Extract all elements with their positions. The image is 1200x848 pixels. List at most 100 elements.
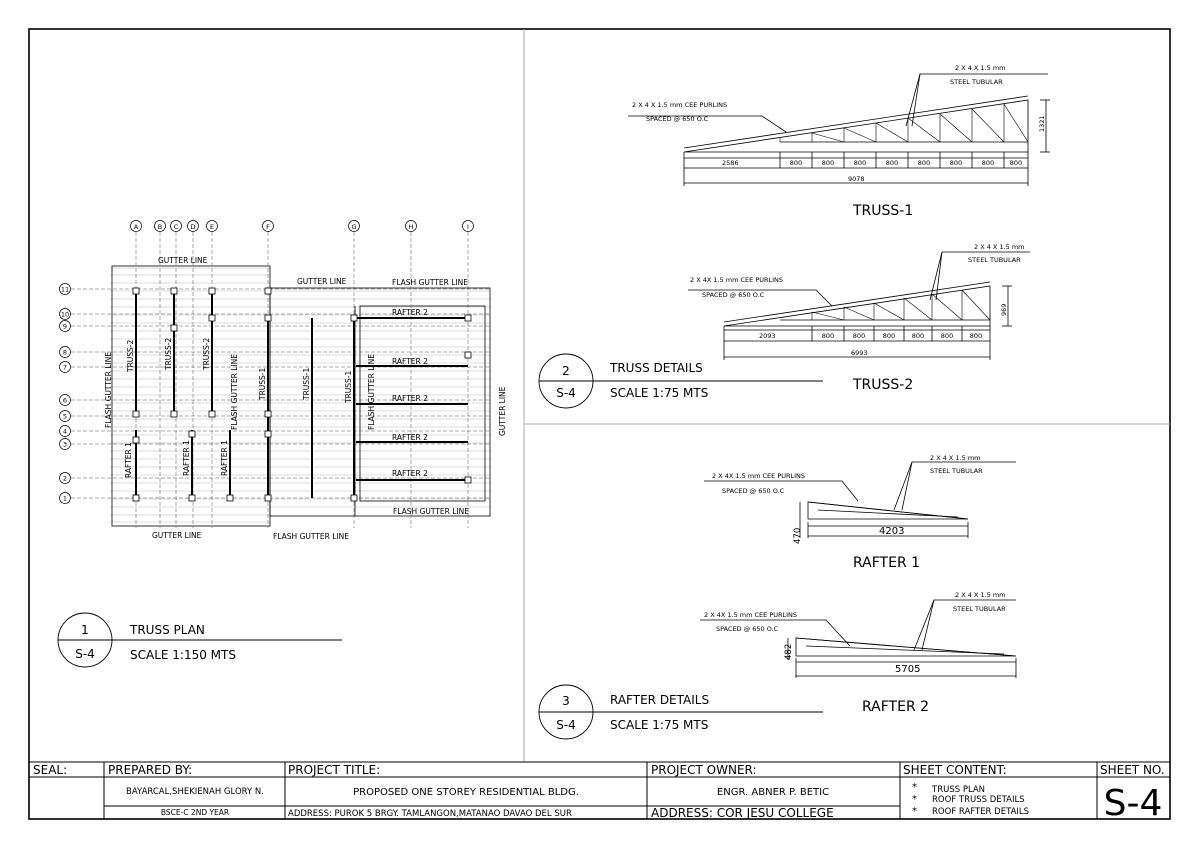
- truss2-label-a: TRUSS-2: [126, 339, 135, 373]
- rafter2-purlins-2: SPACED @ 650 O.C: [716, 625, 779, 633]
- rafter1-length: 4203: [879, 526, 904, 537]
- grid-row-bubble: [59, 283, 71, 295]
- rafter2-length: 5705: [895, 664, 920, 675]
- truss1-tubular-1: 2 X 4 X 1.5 mm: [955, 64, 1006, 72]
- panel-dimension: 800: [790, 159, 802, 167]
- rafter1-tubular-2: STEEL TUBULAR: [930, 467, 983, 475]
- grid-row-bubble: [59, 346, 71, 358]
- gutter-line-right-label: GUTTER LINE: [498, 386, 507, 436]
- rafter1-tubular-1: 2 X 4 X 1.5 mm: [930, 454, 981, 462]
- truss-details-callout-scale: SCALE 1:75 MTS: [610, 386, 708, 400]
- grid-col-label: H: [409, 223, 414, 231]
- truss2-total: 6993: [851, 349, 868, 357]
- sheet-no-value: S-4: [1104, 783, 1163, 824]
- gutter-line-bottom-label: GUTTER LINE: [152, 531, 202, 540]
- rafter1-purlins-2: SPACED @ 650 O.C: [722, 487, 785, 495]
- grid-col-bubble: [130, 220, 142, 232]
- grid-col-bubble: [206, 220, 218, 232]
- panel-dimension: 800: [854, 159, 866, 167]
- panel-dimension: 800: [853, 332, 865, 340]
- grid-row-bubble: [59, 308, 71, 320]
- truss-details-callout-sheet: S-4: [556, 386, 576, 400]
- flash-gutter-top-label: FLASH GUTTER LINE: [392, 278, 468, 287]
- project-owner-name: ENGR. ABNER P. BETIC: [717, 787, 829, 798]
- grid-row-label: 8: [63, 349, 67, 357]
- prepared-by-name: BAYARCAL,SHEKIENAH GLORY N.: [126, 787, 264, 797]
- rafter1-height: 470: [793, 528, 803, 544]
- truss2-label-b: TRUSS-2: [164, 337, 173, 371]
- project-address: ADDRESS: PUROK 5 BRGY. TAMLANGON,MATANAO…: [288, 809, 572, 819]
- rafter-details-callout-sheet: S-4: [556, 718, 576, 732]
- truss1-purlins-1: 2 X 4 X 1.5 mm CEE PURLINS: [632, 101, 727, 109]
- truss2-first-span: 2093: [759, 332, 776, 340]
- rafter1-label-b: RAFTER 1: [182, 440, 191, 476]
- rafter2-label-e: RAFTER 2: [392, 469, 428, 478]
- panel-dimension: 800: [982, 159, 994, 167]
- rafter2-label-a: RAFTER 2: [392, 308, 428, 317]
- sheet-content-bullet-2: *: [912, 794, 917, 805]
- grid-row-label: 6: [63, 397, 67, 405]
- panel-dimension: 800: [912, 332, 924, 340]
- roof-outline: [111, 265, 491, 527]
- title-block: SEAL: PREPARED BY: BAYARCAL,SHEKIENAH GL…: [29, 761, 1170, 824]
- grid-col-label: E: [210, 223, 214, 231]
- flash-gutter-mid1-label: FLASH GUTTER LINE: [230, 354, 239, 430]
- grid-col-label: F: [266, 223, 270, 231]
- sheet-no-label: SHEET NO.: [1100, 763, 1165, 777]
- rafter2-label-c: RAFTER 2: [392, 394, 428, 403]
- grid-row-label: 2: [63, 475, 67, 483]
- grid-row-label: 1: [63, 495, 67, 503]
- project-owner-address: ADDRESS: COR JESU COLLEGE: [651, 806, 834, 820]
- truss2-tubular-1: 2 X 4 X 1.5 mm: [974, 243, 1025, 251]
- grid-row-bubble: [59, 472, 71, 484]
- grid-col-label: B: [158, 223, 162, 231]
- rafter2-height: 482: [784, 644, 794, 660]
- rafter-details-callout-number: 3: [562, 694, 570, 708]
- grid-row-bubble: [59, 320, 71, 332]
- rafter2-title: RAFTER 2: [862, 699, 929, 715]
- gutter-line-top-label: GUTTER LINE: [158, 256, 208, 265]
- rafter1-label-c: RAFTER 1: [220, 440, 229, 476]
- panel-dimension: 800: [950, 159, 962, 167]
- rafter-details-callout-scale: SCALE 1:75 MTS: [610, 718, 708, 732]
- truss-plan-callout-scale: SCALE 1:150 MTS: [130, 648, 236, 662]
- grid-col-bubble: [262, 220, 274, 232]
- rafter2-tubular-1: 2 X 4 X 1.5 mm: [955, 591, 1006, 599]
- grid-col-label: G: [351, 223, 356, 231]
- grid-row-bubble: [59, 425, 71, 437]
- seal-label: SEAL:: [33, 763, 67, 777]
- sheet-content-item-1: TRUSS PLAN: [931, 785, 985, 795]
- prepared-by-label: PREPARED BY:: [108, 763, 192, 777]
- rafter1-detail: 2 X 4 X 1.5 mm STEEL TUBULAR 2 X 4X 1.5 …: [704, 454, 1016, 571]
- grid-col-bubble: [187, 220, 199, 232]
- truss1-purlins-2: SPACED @ 650 O.C: [646, 115, 709, 123]
- rafter1-label-a: RAFTER 1: [124, 442, 133, 478]
- project-title: PROPOSED ONE STOREY RESIDENTIAL BLDG.: [353, 787, 579, 798]
- grid-row-bubble: [59, 410, 71, 422]
- truss-plan-callout-sheet: S-4: [75, 647, 95, 661]
- panel-dimension: 800: [883, 332, 895, 340]
- truss2-detail: 2 X 4 X 1.5 mm STEEL TUBULAR 2 X 4X 1.5 …: [688, 243, 1030, 393]
- grid-row-bubble: [59, 394, 71, 406]
- truss-nodes: [132, 287, 472, 502]
- panel-dimension: 800: [1010, 159, 1022, 167]
- grid-col-bubble: [170, 220, 182, 232]
- grid-col-bubble: [462, 220, 474, 232]
- panel-dimension: 800: [941, 332, 953, 340]
- truss-plan-callout: 1 S-4 TRUSS PLAN SCALE 1:150 MTS: [57, 612, 342, 668]
- truss1-total: 9078: [848, 175, 865, 183]
- sheet-content-bullet-3: *: [912, 806, 917, 817]
- rafter1-title: RAFTER 1: [853, 555, 920, 571]
- grid-col-label: D: [190, 223, 195, 231]
- rafter2-detail: 2 X 4 X 1.5 mm STEEL TUBULAR 2 X 4X 1.5 …: [700, 591, 1017, 715]
- truss1-tubular-2: STEEL TUBULAR: [950, 78, 1003, 86]
- truss2-purlins-2: SPACED @ 650 O.C: [702, 291, 765, 299]
- grid-col-bubble: [154, 220, 166, 232]
- truss1-title: TRUSS-1: [852, 203, 913, 219]
- rafter-details-callout: 3 S-4 RAFTER DETAILS SCALE 1:75 MTS: [538, 684, 823, 740]
- sheet-content-item-2: ROOF TRUSS DETAILS: [932, 795, 1025, 805]
